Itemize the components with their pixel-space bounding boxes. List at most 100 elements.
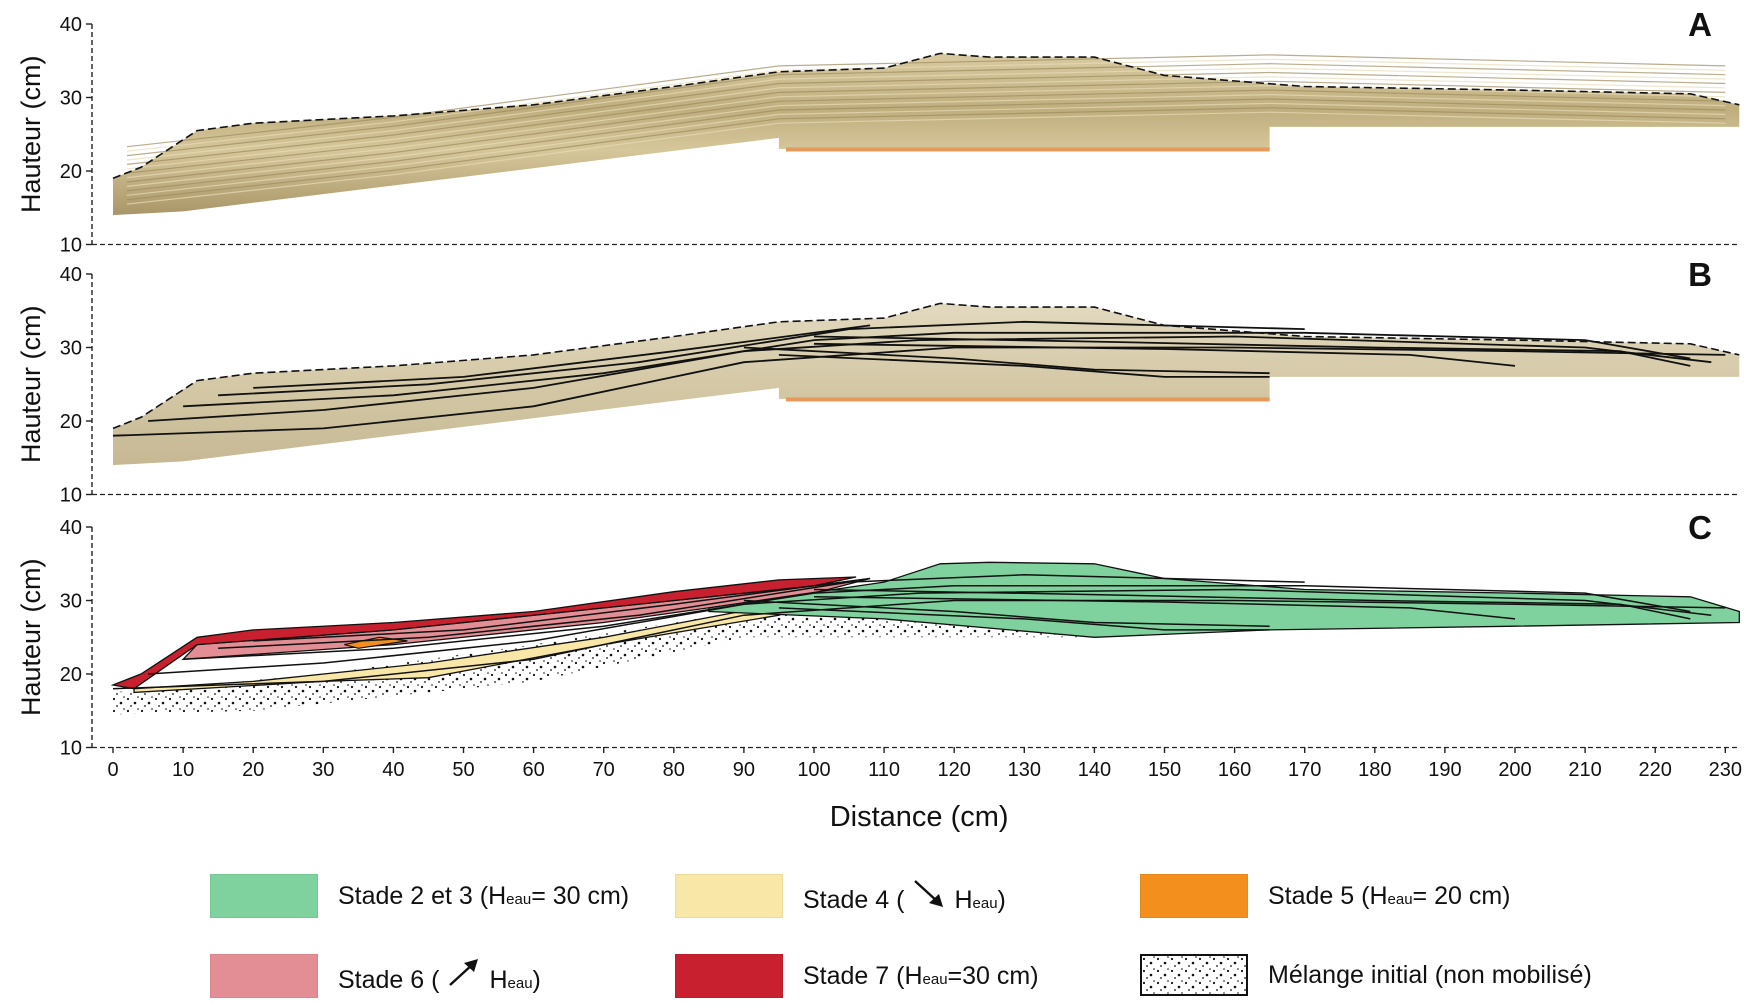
x-axis-label: Distance (cm) [830,801,1009,833]
bedding-line [253,577,871,642]
x-tick-label: 60 [522,759,544,781]
y-tick-label: 40 [60,14,82,36]
bedding-line [148,335,1712,422]
x-tick-label: 180 [1358,759,1391,781]
layer-streak [126,63,1726,157]
bedding-line [813,596,1516,620]
bedding-line [148,588,1712,675]
layer-streak [126,85,1726,179]
x-tick-label: 0 [107,759,118,781]
legend-item-melange: Mélange initial (non mobilisé) [1140,954,1592,996]
y-tick-label: 40 [60,264,82,286]
layer-streak [126,58,1726,152]
x-tick-label: 230 [1709,759,1742,781]
x-tick-label: 140 [1078,759,1111,781]
y-tick-label: 20 [60,664,82,686]
y-tick-label: 40 [60,517,82,539]
x-tick-label: 10 [172,759,194,781]
layer-streak [126,111,1726,205]
bedding-line [218,320,1305,397]
x-tick-label: 20 [242,759,264,781]
layer-streak [126,89,1726,183]
bedding-line [183,585,1691,661]
bedding-line [813,588,1691,620]
x-tick-label: 80 [663,759,685,781]
bedding-line [112,599,1726,690]
legend-swatch [210,874,318,918]
bedding-line [813,342,1516,367]
y-tick-label: 20 [60,411,82,433]
y-tick-label: 20 [60,161,82,183]
x-tick-label: 190 [1428,759,1461,781]
legend-swatch [1140,954,1248,996]
orange-strip [785,147,1270,152]
x-tick-label: 150 [1148,759,1181,781]
surface-profile [112,302,1740,430]
legend-swatch [675,874,783,918]
layer-streak [126,76,1726,170]
x-tick-label: 170 [1288,759,1321,781]
layer-streak [126,67,1726,161]
bedding-line [778,354,1270,378]
panel-letter: B [1688,256,1712,293]
y-tick-label: 30 [60,591,82,613]
x-tick-label: 210 [1568,759,1601,781]
panel-letter: C [1688,509,1712,546]
bedding-line [743,599,1270,627]
bedding-line [813,335,1691,367]
bedding-line [743,346,1270,375]
x-tick-label: 40 [382,759,404,781]
surface-profile [112,52,1740,180]
legend-swatch [210,954,318,998]
x-tick-label: 130 [1008,759,1041,781]
legend-label: Mélange initial (non mobilisé) [1268,960,1592,989]
layer-streak [126,71,1726,165]
layer-streak [126,93,1726,187]
y-axis-label: Hauteur (cm) [16,55,46,213]
x-tick-label: 200 [1498,759,1531,781]
bedding-line [253,324,871,389]
legend-swatch [1140,874,1248,918]
x-tick-label: 160 [1218,759,1251,781]
x-tick-label: 70 [593,759,615,781]
bedding-line [778,607,1270,631]
panel-letter: A [1688,6,1712,43]
bedding-line [183,331,1691,408]
y-tick-label: 30 [60,88,82,110]
y-tick-label: 10 [60,235,82,257]
y-tick-label: 30 [60,338,82,360]
x-tick-label: 90 [733,759,755,781]
bedding-line [218,574,1305,650]
y-tick-label: 10 [60,738,82,760]
layer-streak [126,80,1726,174]
x-tick-label: 220 [1639,759,1672,781]
x-tick-label: 110 [868,759,900,781]
y-axis-label: Hauteur (cm) [16,305,46,463]
x-tick-label: 50 [452,759,474,781]
y-tick-label: 10 [60,485,82,507]
x-tick-label: 120 [938,759,971,781]
y-axis-label: Hauteur (cm) [16,558,46,716]
layer-streak [126,54,1726,148]
x-tick-label: 100 [797,759,830,781]
sediment-body [113,303,1740,466]
initial-mixture [113,611,1095,715]
layer-streak [126,107,1726,201]
legend-swatch [675,954,783,998]
up-right-arrow [447,958,481,995]
sediment-body [113,53,1740,216]
